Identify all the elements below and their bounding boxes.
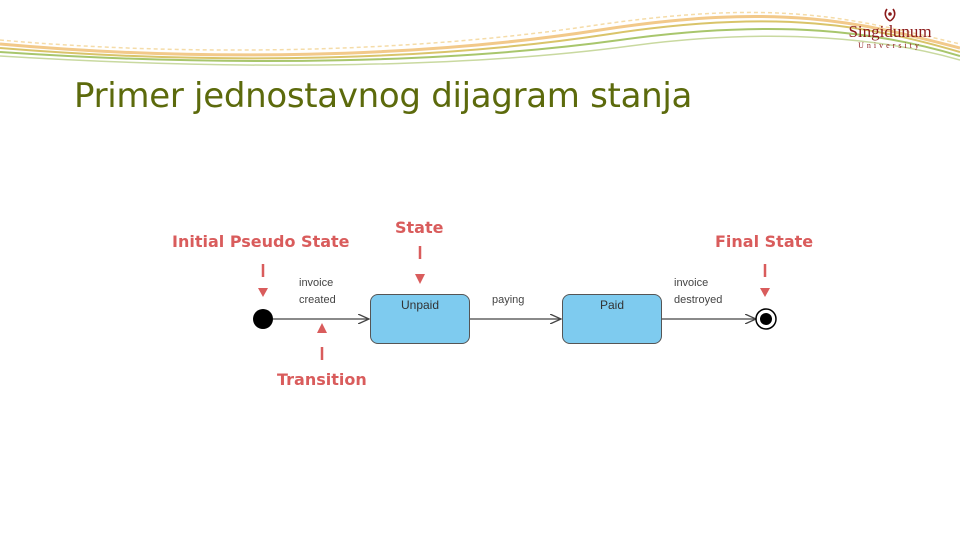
annotation-final-state: Final State: [715, 232, 814, 251]
transition-label-created-line1: invoice: [299, 277, 334, 289]
logo-subtitle: University: [858, 41, 922, 50]
transition-label-destroyed: invoice destroyed: [674, 275, 722, 309]
university-logo: Singidunum University: [842, 8, 938, 50]
transition-label-created: invoice created: [299, 275, 336, 309]
state-paid: Paid: [562, 294, 662, 344]
pointer-initial-pseudo-state: [258, 264, 268, 297]
annotation-state: State: [395, 218, 444, 237]
final-state-node: [755, 308, 777, 330]
laurel-emblem-icon: [884, 8, 896, 22]
initial-pseudo-state-node: [253, 309, 273, 329]
header-swoosh-decoration: [0, 11, 960, 66]
transition-label-destroyed-line1: invoice: [674, 277, 709, 289]
transition-label-destroyed-line2: destroyed: [674, 294, 723, 306]
logo-name: Singidunum: [848, 22, 932, 41]
pointer-state: [415, 246, 425, 284]
pointer-final-state: [760, 264, 770, 297]
state-unpaid: Unpaid: [370, 294, 470, 344]
annotation-transition: Transition: [277, 370, 367, 389]
pointer-transition: [317, 323, 327, 360]
transition-label-created-line2: created: [299, 294, 336, 306]
annotation-initial-pseudo-state: Initial Pseudo State: [172, 232, 350, 251]
transition-label-paying: paying: [492, 294, 525, 306]
page-title: Primer jednostavnog dijagram stanja: [74, 76, 693, 116]
